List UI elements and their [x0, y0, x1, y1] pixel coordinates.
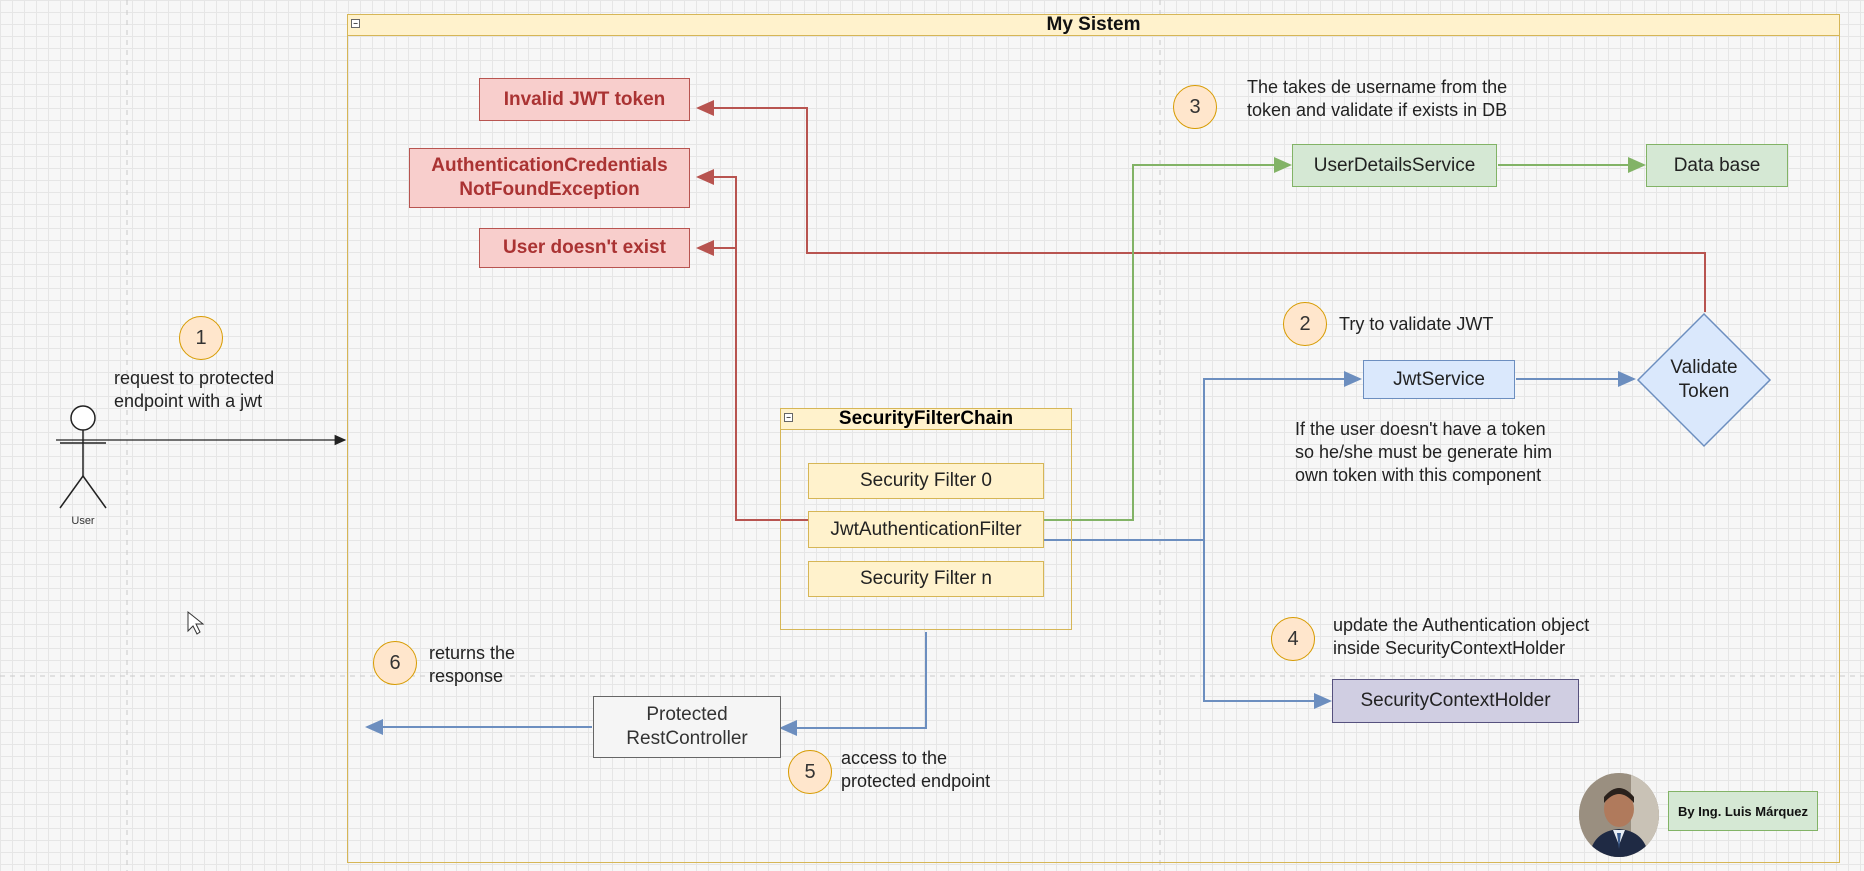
author-label: By Ing. Luis Márquez	[1668, 791, 1818, 831]
user-details-arrow	[1044, 157, 1292, 521]
step-5-line1: access to the	[841, 748, 948, 768]
collapse-icon[interactable]: −	[351, 19, 360, 28]
invalid-token-arrow	[696, 100, 1706, 312]
step-1-badge: 1	[179, 316, 223, 360]
jwt-authentication-filter[interactable]: JwtAuthenticationFilter	[808, 511, 1044, 548]
jwt-service-arrow	[1044, 371, 1362, 541]
credentials-error-arrow	[696, 169, 808, 521]
controller-arrow	[779, 632, 927, 736]
controller-line1: Protected	[646, 704, 728, 725]
security-filter-0[interactable]: Security Filter 0	[808, 463, 1044, 499]
invalid-jwt-box[interactable]: Invalid JWT token	[479, 78, 690, 121]
system-header[interactable]: − My Sistem	[347, 14, 1840, 36]
collapse-icon[interactable]: −	[784, 413, 793, 422]
user-details-service-box[interactable]: UserDetailsService	[1292, 144, 1497, 187]
step-3-note: The takes de username from the token and…	[1247, 76, 1587, 122]
step-4-line2: inside SecurityContextHolder	[1333, 638, 1566, 658]
step-3-line1: The takes de username from the	[1247, 77, 1508, 97]
validate-token-label[interactable]: Validate Token	[1648, 352, 1760, 408]
step-1-note: request to protected endpoint with a jwt	[114, 367, 354, 413]
jwt-service-box[interactable]: JwtService	[1363, 360, 1515, 399]
credentials-line2: NotFoundException	[459, 179, 640, 200]
author-avatar	[1579, 773, 1659, 857]
user-actor-icon	[59, 405, 107, 509]
step-5-badge: 5	[788, 750, 832, 794]
user-label: User	[71, 515, 95, 527]
step-2-note: Try to validate JWT	[1339, 314, 1494, 334]
step-4-badge: 4	[1271, 617, 1315, 661]
step-6-badge: 6	[373, 641, 417, 685]
step-1-line1: request to protected	[114, 368, 275, 388]
controller-line2: RestController	[626, 728, 748, 749]
jwt-note-line1: If the user doesn't have a token	[1295, 419, 1546, 439]
step-4-line1: update the Authentication object	[1333, 615, 1590, 635]
credentials-line1: AuthenticationCredentials	[431, 155, 668, 176]
step-5-line2: protected endpoint	[841, 771, 991, 791]
validate-line1: Validate	[1670, 357, 1738, 378]
step-6-line2: response	[429, 666, 504, 686]
step-2-badge: 2	[1283, 302, 1327, 346]
jwt-note-line3: own token with this component	[1295, 465, 1542, 485]
system-title: My Sistem	[1046, 14, 1141, 35]
security-context-holder-box[interactable]: SecurityContextHolder	[1332, 679, 1579, 723]
credentials-exception-box[interactable]: AuthenticationCredentials NotFoundExcept…	[409, 148, 690, 208]
step-5-note: access to the protected endpoint	[841, 747, 1081, 793]
database-box[interactable]: Data base	[1646, 144, 1788, 187]
validate-line2: Token	[1678, 381, 1730, 402]
step-4-note: update the Authentication object inside …	[1333, 614, 1673, 660]
jwt-service-note: If the user doesn't have a token so he/s…	[1295, 418, 1635, 487]
step-6-line1: returns the	[429, 643, 516, 663]
author-photo-icon	[1579, 773, 1659, 857]
filter-chain-title: SecurityFilterChain	[838, 408, 1014, 429]
protected-rest-controller-box[interactable]: Protected RestController	[593, 696, 781, 758]
context-holder-arrow	[1203, 540, 1332, 709]
user-not-exist-box[interactable]: User doesn't exist	[479, 228, 690, 268]
step-3-badge: 3	[1173, 85, 1217, 129]
validate-token-diamond	[1636, 312, 1772, 448]
step-3-line2: token and validate if exists in DB	[1247, 100, 1508, 120]
mouse-cursor-icon	[187, 610, 205, 635]
security-filter-n[interactable]: Security Filter n	[808, 561, 1044, 597]
jwt-note-line2: so he/she must be generate him	[1295, 442, 1553, 462]
step-1-line2: endpoint with a jwt	[114, 391, 263, 411]
filter-chain-header[interactable]: − SecurityFilterChain	[780, 408, 1072, 430]
step-6-note: returns the response	[429, 642, 629, 688]
